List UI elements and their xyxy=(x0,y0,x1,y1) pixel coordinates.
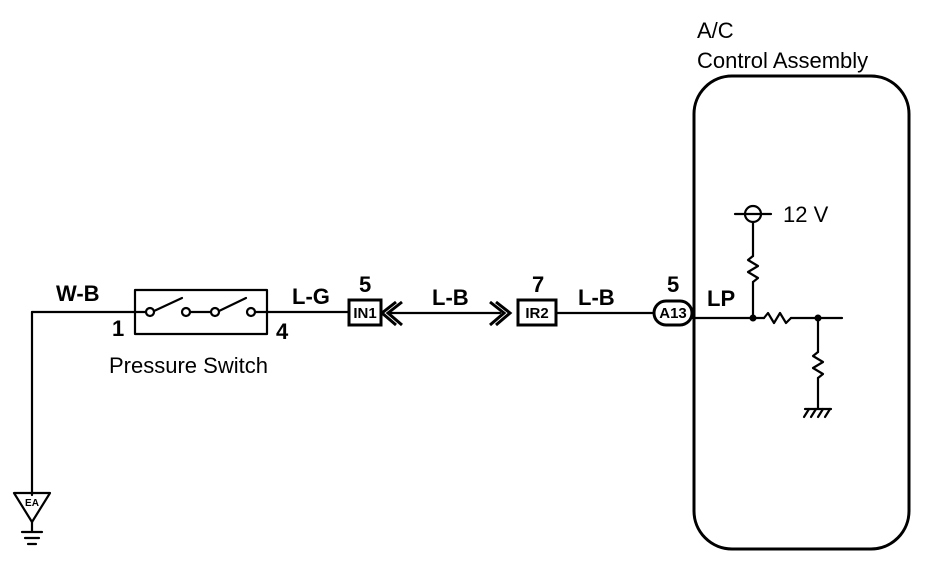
pressure-switch xyxy=(133,288,269,336)
connector-ir2: IR2 xyxy=(489,298,558,327)
pullup-resistor-icon xyxy=(746,254,760,284)
series-resistor-icon xyxy=(762,311,793,325)
control-assembly-box xyxy=(692,74,911,551)
assembly-title-line2: Control Assembly xyxy=(697,48,868,73)
connector-in1: IN1 xyxy=(347,298,403,327)
switch-pin-4: 4 xyxy=(276,319,289,344)
switch-pin-1: 1 xyxy=(112,316,124,341)
supply-voltage-label: 12 V xyxy=(783,202,829,227)
connector-ir2-id: IR2 xyxy=(525,305,548,322)
pressure-switch-label: Pressure Switch xyxy=(109,353,268,378)
connector-in1-pin: 5 xyxy=(359,272,371,297)
wire-label-l-g: L-G xyxy=(292,284,330,309)
assembly-title-line1: A/C xyxy=(697,18,734,43)
wire-label-l-b-2: L-B xyxy=(578,285,615,310)
connector-a13: A13 xyxy=(652,299,694,327)
connector-a13-pin: 5 xyxy=(667,272,679,297)
connector-in1-id: IN1 xyxy=(353,305,376,322)
terminal-lp-label: LP xyxy=(707,286,735,311)
pulldown-resistor-icon xyxy=(811,350,825,380)
ground-wire xyxy=(30,310,137,497)
wire-label-w-b: W-B xyxy=(56,281,100,306)
wire-label-l-b-1: L-B xyxy=(432,285,469,310)
connector-ir2-pin: 7 xyxy=(532,272,544,297)
ground-symbol-ea: EA xyxy=(12,491,52,546)
ground-id-label: EA xyxy=(25,498,39,509)
connector-a13-id: A13 xyxy=(659,305,687,322)
internal-circuit xyxy=(690,204,844,419)
chassis-ground-icon xyxy=(802,407,833,419)
supply-terminal-icon xyxy=(733,204,773,224)
